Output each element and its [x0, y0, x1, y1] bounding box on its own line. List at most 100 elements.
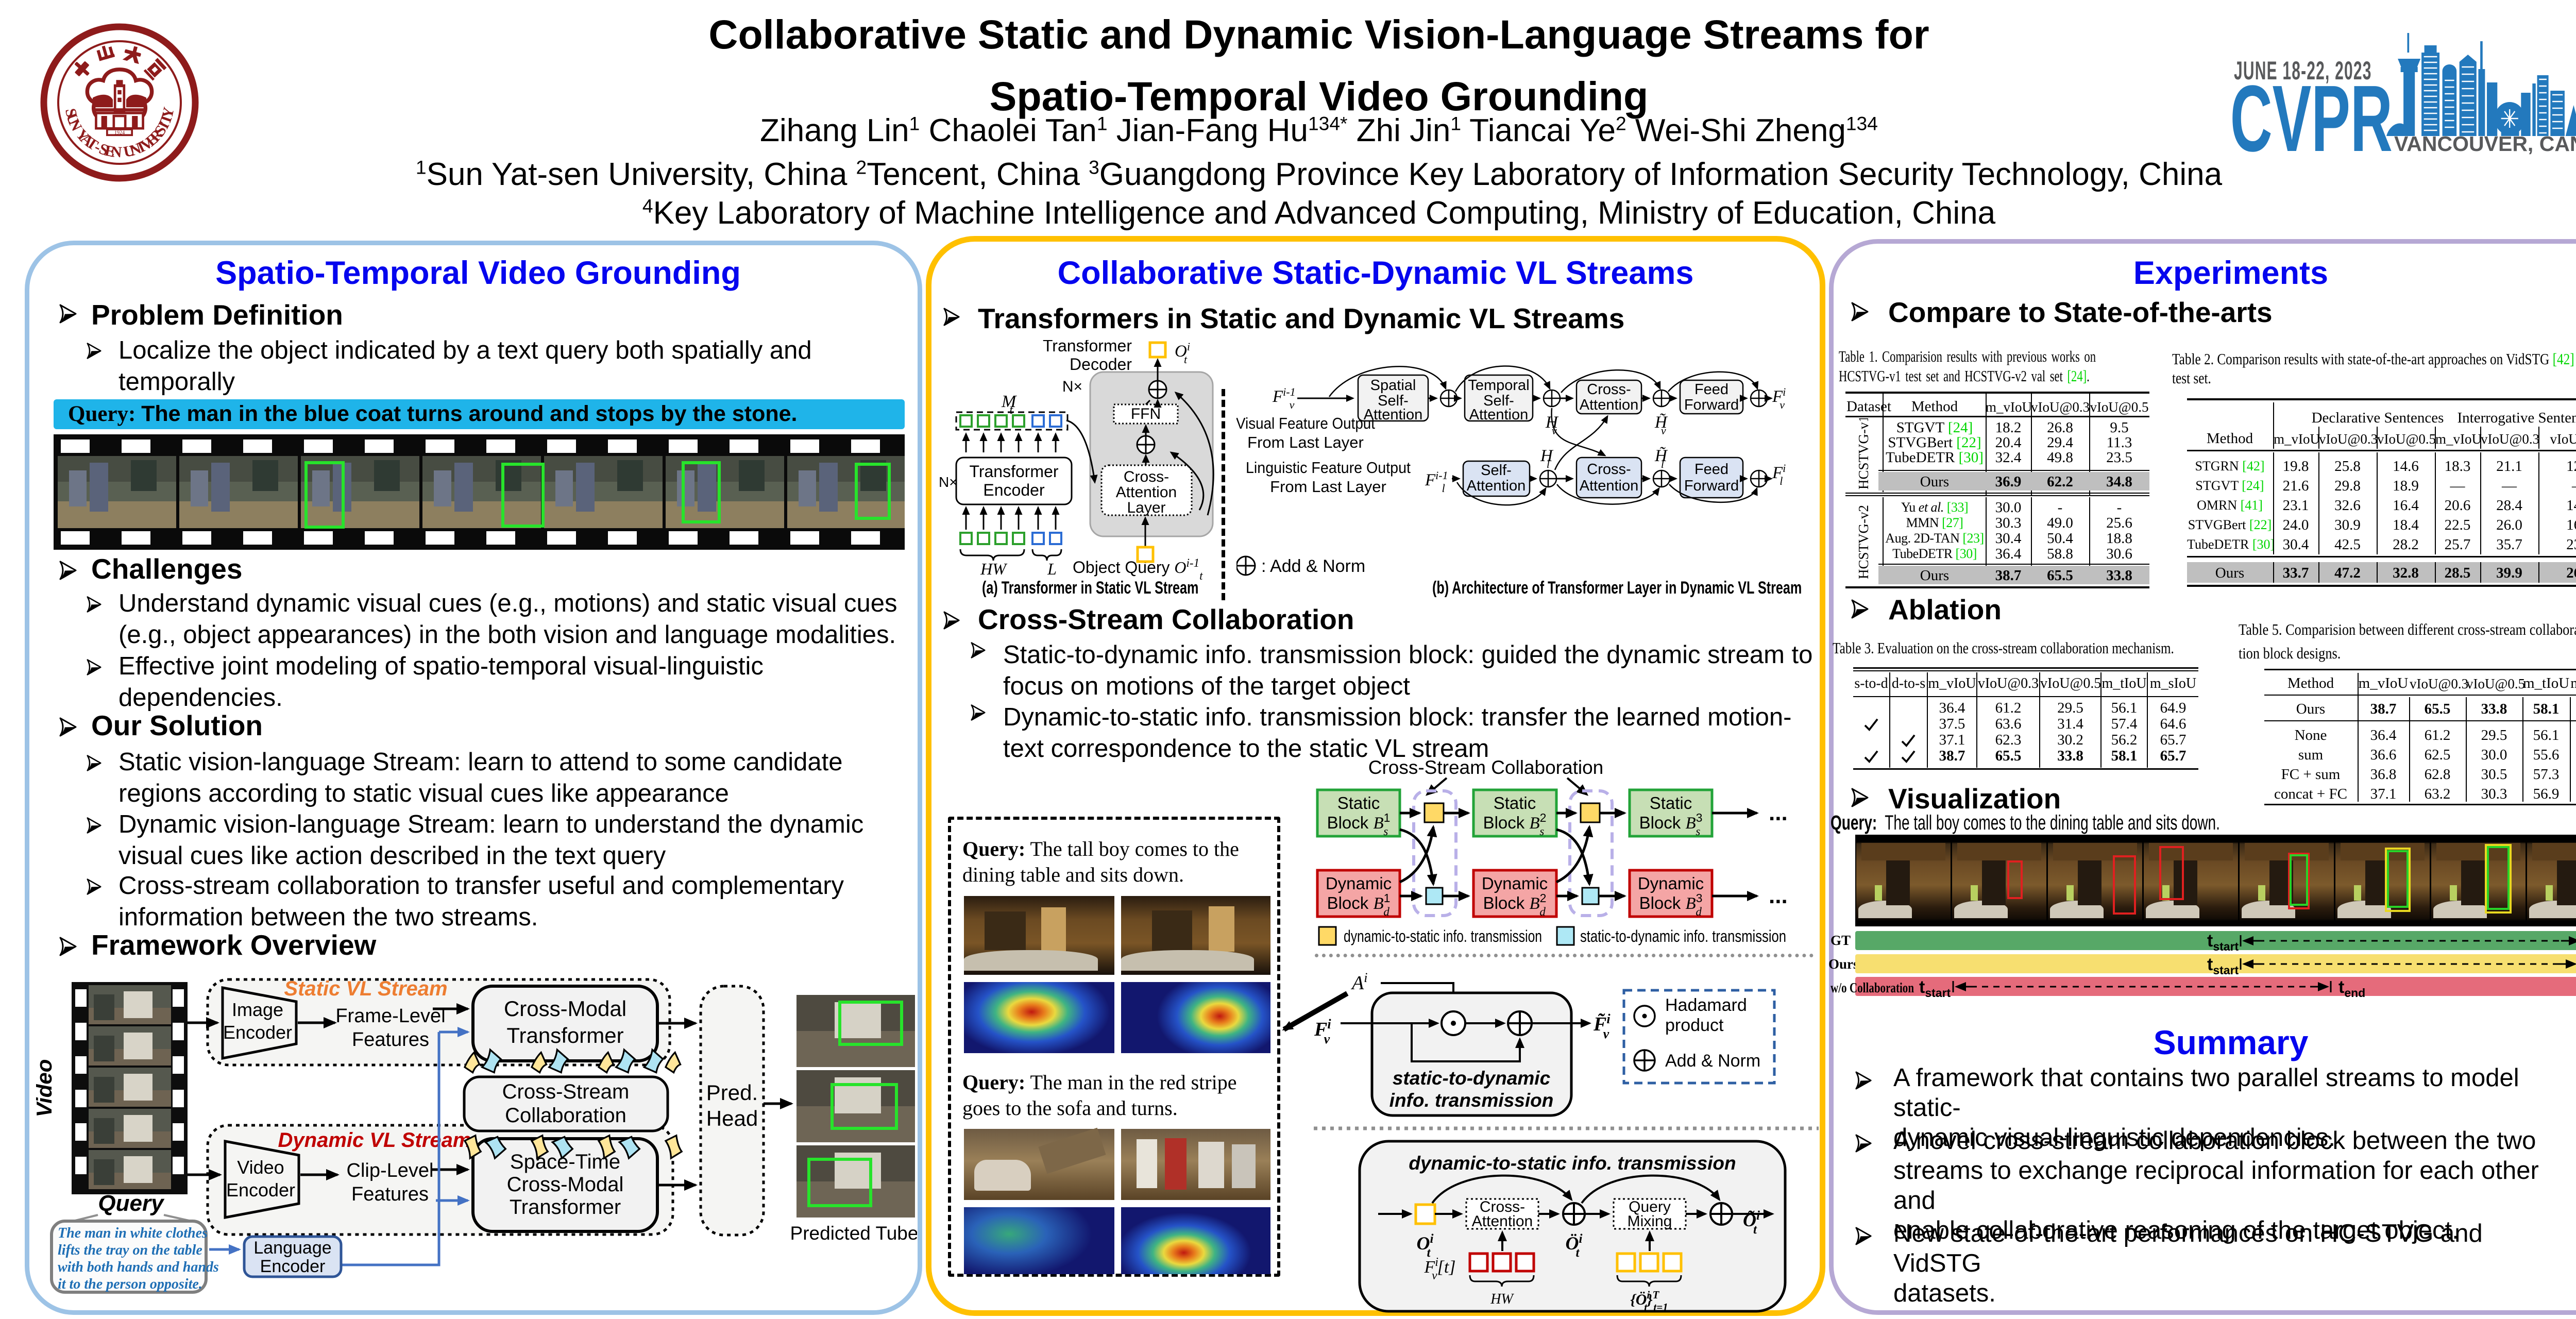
svg-text:Transformer: Transformer	[506, 1023, 623, 1047]
svg-text:HW: HW	[980, 560, 1008, 578]
svg-text:Spatial: Spatial	[1370, 377, 1416, 394]
svg-text:Hl: Hl	[1540, 447, 1554, 470]
svg-text:Cross-: Cross-	[1587, 381, 1631, 398]
svg-text:Fi-1v: Fi-1v	[1272, 385, 1296, 411]
svg-text:Transformer: Transformer	[510, 1196, 621, 1219]
svg-text:info. transmission: info. transmission	[1389, 1090, 1554, 1111]
svg-text:Self-: Self-	[1378, 393, 1409, 409]
svg-text:...: ...	[1769, 800, 1788, 825]
svg-text:Ai: Ai	[1350, 970, 1367, 994]
svg-text:S: S	[62, 107, 80, 119]
svg-text:Mt: Mt	[1001, 392, 1017, 417]
svg-text:F̃iv: F̃iv	[1593, 1011, 1611, 1041]
svg-text:Cross-Stream: Cross-Stream	[502, 1080, 630, 1103]
svg-text:Attention: Attention	[1469, 407, 1528, 423]
svg-text:Hadamard: Hadamard	[1665, 995, 1747, 1015]
svg-text:product: product	[1665, 1016, 1724, 1035]
svg-text:Fiv: Fiv	[1314, 1017, 1331, 1046]
svg-text:H̃l: H̃l	[1654, 446, 1668, 470]
svg-text:Attention: Attention	[1467, 478, 1526, 494]
svg-text:Mixing: Mixing	[1628, 1213, 1672, 1230]
svg-text:tstart: tstart	[1919, 977, 1951, 998]
svg-text:Feed: Feed	[1694, 381, 1728, 398]
svg-text:From Last Layer: From Last Layer	[1270, 478, 1386, 496]
svg-text:Clip-Level: Clip-Level	[347, 1160, 434, 1181]
svg-text:Fi-1l: Fi-1l	[1425, 469, 1448, 495]
svg-text:Attention: Attention	[1364, 407, 1422, 423]
svg-text:Feed: Feed	[1694, 461, 1728, 478]
svg-text:Self-: Self-	[1481, 462, 1512, 479]
svg-text:Cross-: Cross-	[1124, 468, 1169, 485]
svg-text:Decoder: Decoder	[1070, 355, 1132, 374]
svg-text:Temporal: Temporal	[1468, 377, 1529, 394]
svg-text:N: N	[110, 143, 123, 161]
svg-text:H̃v: H̃v	[1654, 413, 1668, 437]
svg-text:static-to-dynamic: static-to-dynamic	[1393, 1068, 1551, 1089]
svg-text:dynamic-to-static info. transm: dynamic-to-static info. transmission	[1409, 1153, 1736, 1174]
svg-text:dynamic-to-static info. transm: dynamic-to-static info. transmission	[1344, 927, 1542, 945]
svg-text:Collaboration: Collaboration	[505, 1104, 626, 1127]
svg-text:N×: N×	[1062, 378, 1082, 395]
svg-text:tstart: tstart	[2207, 931, 2239, 953]
svg-text:Features: Features	[351, 1183, 429, 1205]
svg-text:Fiv: Fiv	[1772, 385, 1786, 411]
svg-text:N×: N×	[939, 474, 958, 490]
svg-text:Features: Features	[352, 1029, 429, 1051]
svg-text:1924: 1924	[114, 130, 125, 136]
svg-text:Predicted Tube: Predicted Tube	[790, 1223, 917, 1244]
svg-text:Cross-Modal: Cross-Modal	[504, 996, 626, 1021]
svg-text:tend: tend	[2338, 977, 2365, 998]
svg-text:Forward: Forward	[1684, 397, 1739, 413]
svg-text:CVPR: CVPR	[2230, 66, 2393, 171]
svg-text:Forward: Forward	[1684, 478, 1739, 494]
svg-text:Language: Language	[253, 1238, 331, 1258]
svg-text:static-to-dynamic info. trans: static-to-dynamic info. transmission	[1580, 927, 1786, 945]
svg-text:Encoder: Encoder	[223, 1022, 292, 1043]
svg-text:The man in white clothes: The man in white clothes	[58, 1225, 208, 1241]
svg-text:Attention: Attention	[1580, 478, 1638, 494]
svg-text:HCSTVG-v2: HCSTVG-v2	[1856, 505, 1871, 579]
svg-text:Dynamic: Dynamic	[1482, 874, 1548, 893]
svg-text:Transformer: Transformer	[1043, 340, 1132, 355]
svg-text:Encoder: Encoder	[260, 1257, 326, 1276]
svg-text:Cross-: Cross-	[1587, 461, 1631, 478]
svg-text:lifts the tray on the table: lifts the tray on the table	[58, 1242, 202, 1258]
svg-text:Cross-Stream Collaboration: Cross-Stream Collaboration	[1368, 757, 1604, 778]
svg-text:Transformer: Transformer	[969, 462, 1058, 481]
svg-text:Video: Video	[237, 1157, 284, 1178]
svg-text:Dynamic: Dynamic	[1326, 874, 1392, 893]
svg-text:Add & Norm: Add & Norm	[1665, 1051, 1760, 1071]
svg-text:Head: Head	[706, 1106, 758, 1130]
svg-text:Image: Image	[232, 999, 283, 1020]
svg-text:Attention: Attention	[1116, 484, 1177, 501]
svg-text:: Add & Norm: : Add & Norm	[1261, 556, 1365, 576]
svg-text:with both hands and hands: with both hands and hands	[58, 1259, 219, 1275]
svg-text:Encoder: Encoder	[983, 481, 1045, 499]
svg-text:it to the person opposite.: it to the person opposite.	[58, 1276, 202, 1292]
svg-text:Attention: Attention	[1580, 397, 1638, 413]
svg-text:Self-: Self-	[1483, 393, 1514, 409]
svg-text:Frame-Level: Frame-Level	[335, 1005, 445, 1027]
svg-text:Layer: Layer	[1127, 499, 1165, 516]
svg-text:Cross-Modal: Cross-Modal	[507, 1173, 624, 1196]
svg-text:Query: Query	[1629, 1198, 1671, 1215]
svg-text:HCSTVG-v1: HCSTVG-v1	[1856, 418, 1871, 489]
svg-text:tstart: tstart	[2207, 955, 2239, 977]
svg-text:Static: Static	[1650, 793, 1692, 813]
svg-text:From Last Layer: From Last Layer	[1247, 433, 1364, 451]
svg-text:Fil: Fil	[1772, 462, 1786, 487]
svg-text:HW: HW	[1490, 1291, 1514, 1307]
svg-text:Dynamic VL Stream: Dynamic VL Stream	[278, 1129, 471, 1152]
svg-text:Visual Feature Output: Visual Feature Output	[1236, 414, 1375, 432]
svg-text:FFN: FFN	[1131, 405, 1161, 422]
svg-text:VANCOUVER, CANADA: VANCOUVER, CANADA	[2394, 132, 2576, 156]
svg-text:L: L	[1047, 560, 1057, 578]
svg-text:Pred.: Pred.	[706, 1080, 758, 1105]
svg-text:Linguistic Feature Output: Linguistic Feature Output	[1246, 459, 1411, 477]
svg-text:JUNE 18-22, 2023: JUNE 18-22, 2023	[2234, 56, 2372, 85]
svg-text:Dynamic: Dynamic	[1638, 874, 1704, 893]
svg-text:Encoder: Encoder	[226, 1179, 295, 1200]
svg-text:Attention: Attention	[1472, 1213, 1533, 1230]
svg-text:Query: Query	[98, 1191, 165, 1216]
svg-text:Cross-: Cross-	[1480, 1198, 1525, 1215]
